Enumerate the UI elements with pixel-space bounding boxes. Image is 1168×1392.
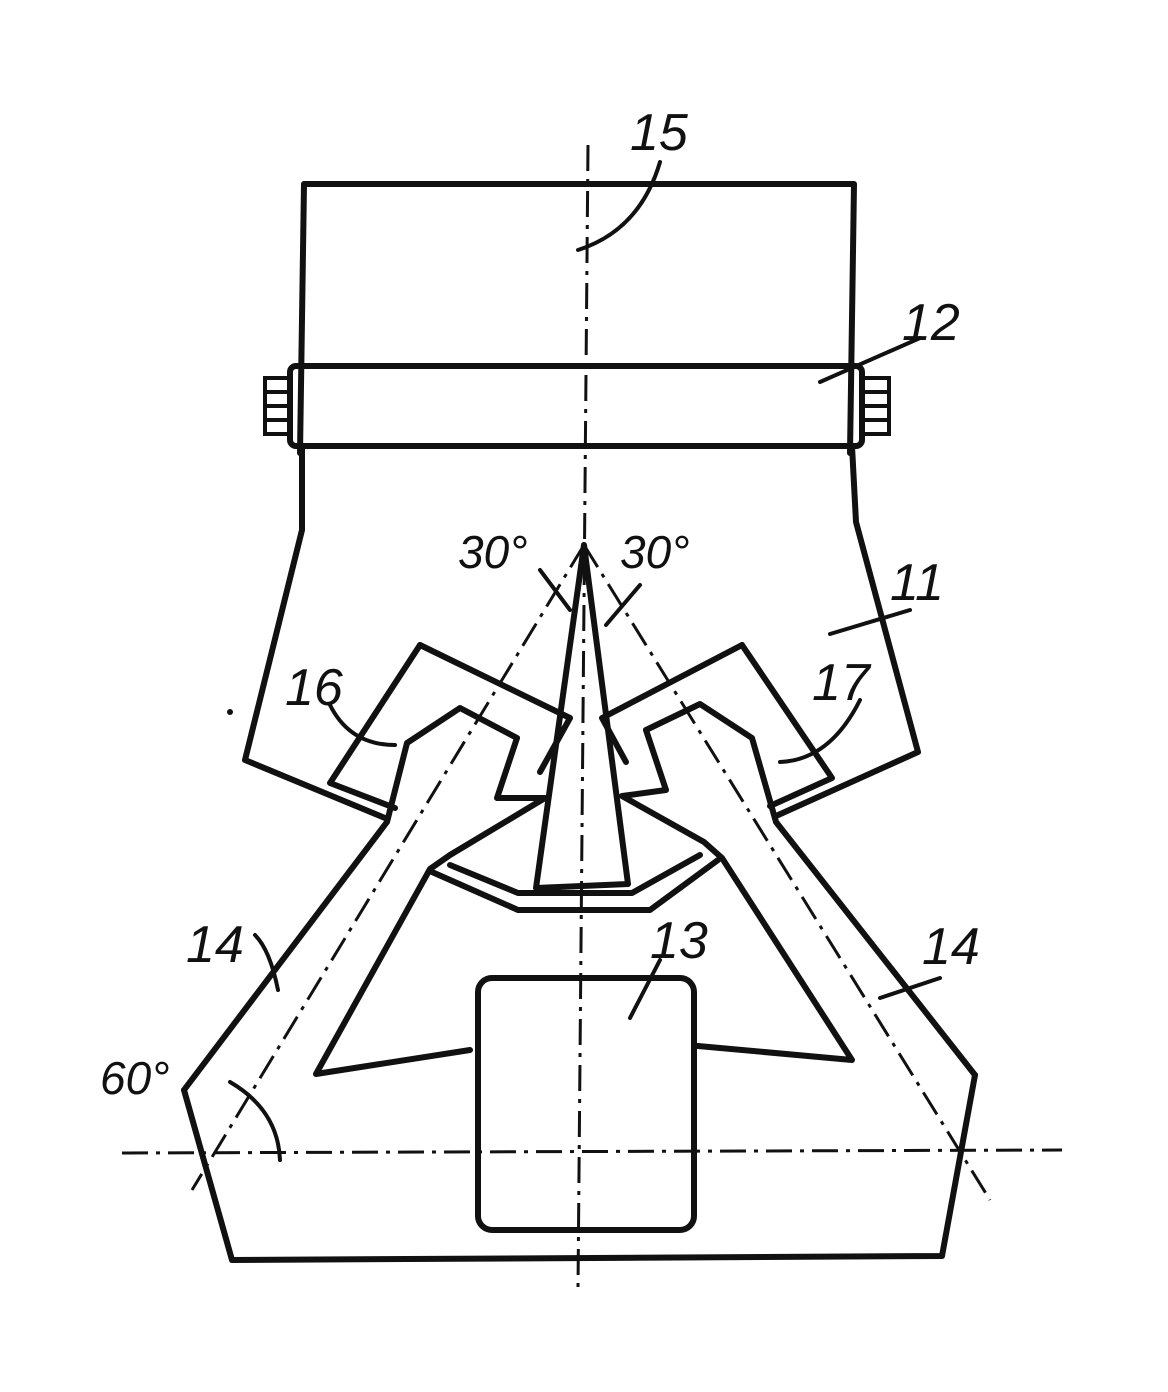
angle-arc-60 — [228, 1080, 282, 1162]
jaw-housing-left-side — [327, 642, 423, 811]
base-outline — [181, 1072, 978, 1263]
lower-body-outline — [242, 443, 388, 821]
label-15: 15 — [630, 104, 689, 162]
jaw-housing-right-side — [739, 642, 835, 809]
stray-dot — [227, 709, 233, 715]
leader-14-right — [878, 976, 942, 1000]
jaw-housing-left — [417, 642, 573, 775]
angle-label-bottom: 60° — [100, 1052, 170, 1104]
leader-15 — [576, 160, 662, 252]
leader-17 — [778, 698, 862, 764]
angle-line-left — [190, 544, 586, 1191]
upper-body-outline — [297, 181, 857, 456]
right-screw-icon — [860, 376, 891, 436]
leader-14-left — [253, 933, 280, 992]
saddle-strip-lower — [429, 857, 721, 913]
leader-11 — [828, 608, 912, 636]
saddle-strip — [447, 852, 703, 896]
right-arm — [619, 701, 978, 1078]
collar-ring — [287, 363, 865, 449]
label-16: 16 — [285, 659, 343, 717]
lower-body-outline-right — [773, 443, 921, 819]
label-14-right: 14 — [922, 918, 980, 976]
horizontal-center-axis — [121, 1148, 1063, 1155]
label-13: 13 — [650, 912, 708, 970]
leader-16 — [328, 703, 397, 747]
angle-label-left: 30° — [458, 526, 528, 578]
angle-label-right: 30° — [620, 526, 690, 578]
label-17: 17 — [812, 654, 872, 712]
label-12: 12 — [902, 294, 960, 352]
label-11: 11 — [890, 554, 944, 612]
leader-13 — [628, 958, 662, 1020]
left-screw-icon — [263, 376, 292, 436]
left-arm — [181, 705, 548, 1093]
block-13 — [475, 975, 697, 1233]
jaw-housing-right — [599, 642, 745, 765]
leader-30-left — [538, 568, 572, 612]
leader-12 — [818, 336, 922, 384]
label-14-left: 14 — [186, 916, 244, 974]
vertical-center-axis — [576, 144, 590, 1289]
leader-30-right — [604, 583, 642, 627]
angle-line-right — [582, 544, 992, 1201]
